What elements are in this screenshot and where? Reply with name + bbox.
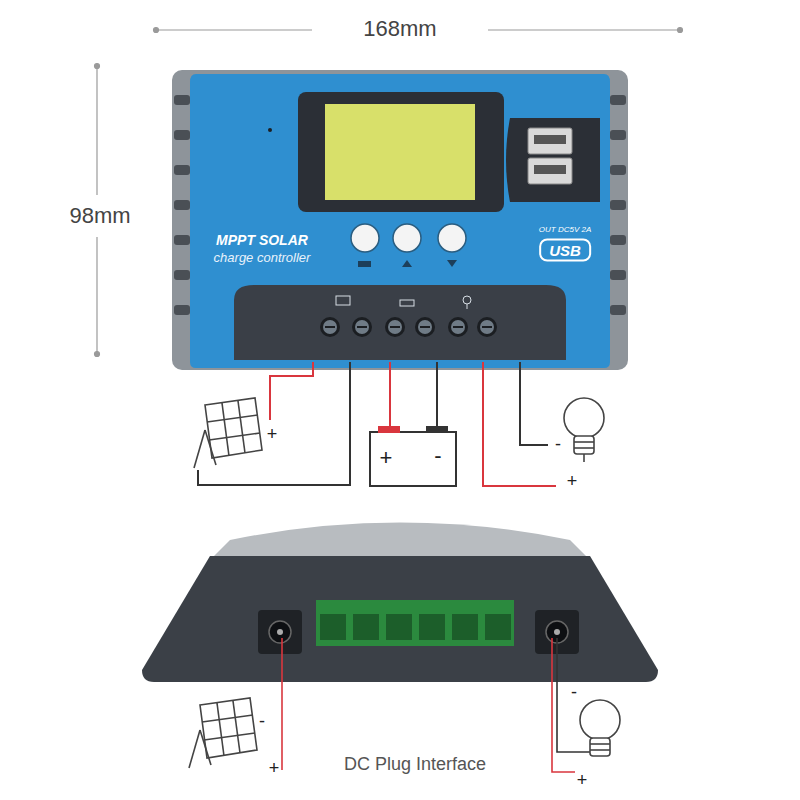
usb-rating: OUT DC5V 2A (539, 226, 591, 234)
polarity-mark: - (571, 683, 577, 701)
usb-badge: USB (539, 239, 591, 262)
polarity-mark: - (259, 712, 265, 730)
brand-text: MPPT SOLAR (216, 233, 308, 247)
polarity-mark: + (567, 472, 578, 490)
polarity-mark: + (577, 771, 588, 789)
polarity-mark: + (380, 447, 393, 469)
polarity-mark: + (267, 425, 278, 443)
dimension-label: 98mm (69, 205, 130, 227)
polarity-mark: - (434, 445, 441, 467)
brand-text: charge controller (214, 251, 311, 264)
dimension-label: 168mm (363, 18, 436, 40)
polarity-mark: - (555, 435, 561, 453)
caption-text: DC Plug Interface (344, 755, 486, 773)
polarity-mark: + (269, 759, 280, 777)
